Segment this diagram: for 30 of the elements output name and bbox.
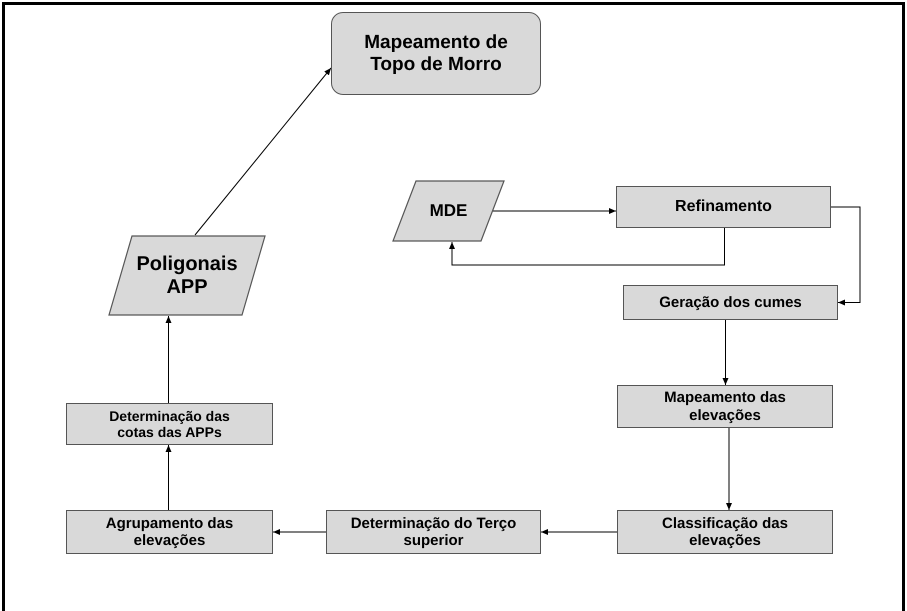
node-label: Geração dos cumes: [659, 294, 802, 312]
process-box: [326, 510, 541, 554]
data-parallelogram: [392, 180, 505, 242]
arrow: [272, 529, 326, 535]
node-label: Mapeamento de Topo de Morro: [363, 32, 509, 76]
process-box: [617, 385, 833, 428]
data-parallelogram: [108, 235, 266, 316]
node-label: Mapeamento das elevações: [663, 389, 787, 424]
arrow: [722, 320, 728, 386]
arrow: [492, 208, 616, 214]
node-label: Determinação das cotas das APPs: [108, 408, 231, 440]
node-label: MDE: [430, 201, 468, 221]
node-label: Determinação do Terço superior: [350, 514, 518, 550]
arrow: [726, 428, 732, 510]
arrow: [830, 206, 860, 306]
process-box: [616, 186, 831, 228]
process-box: [617, 510, 833, 554]
process-box: [623, 285, 838, 320]
terminal-box: [331, 12, 541, 95]
process-box: [66, 510, 273, 554]
arrow: [166, 444, 172, 510]
arrow: [540, 529, 618, 535]
arrow: [194, 68, 332, 236]
node-label: Agrupamento das elevações: [104, 514, 234, 550]
node-label: Classificação das elevações: [661, 514, 789, 550]
arrow: [166, 316, 172, 404]
process-box: [66, 403, 273, 445]
node-label: Poligonais APP: [135, 252, 239, 298]
arrow: [449, 228, 725, 266]
node-label: Refinamento: [675, 198, 772, 216]
